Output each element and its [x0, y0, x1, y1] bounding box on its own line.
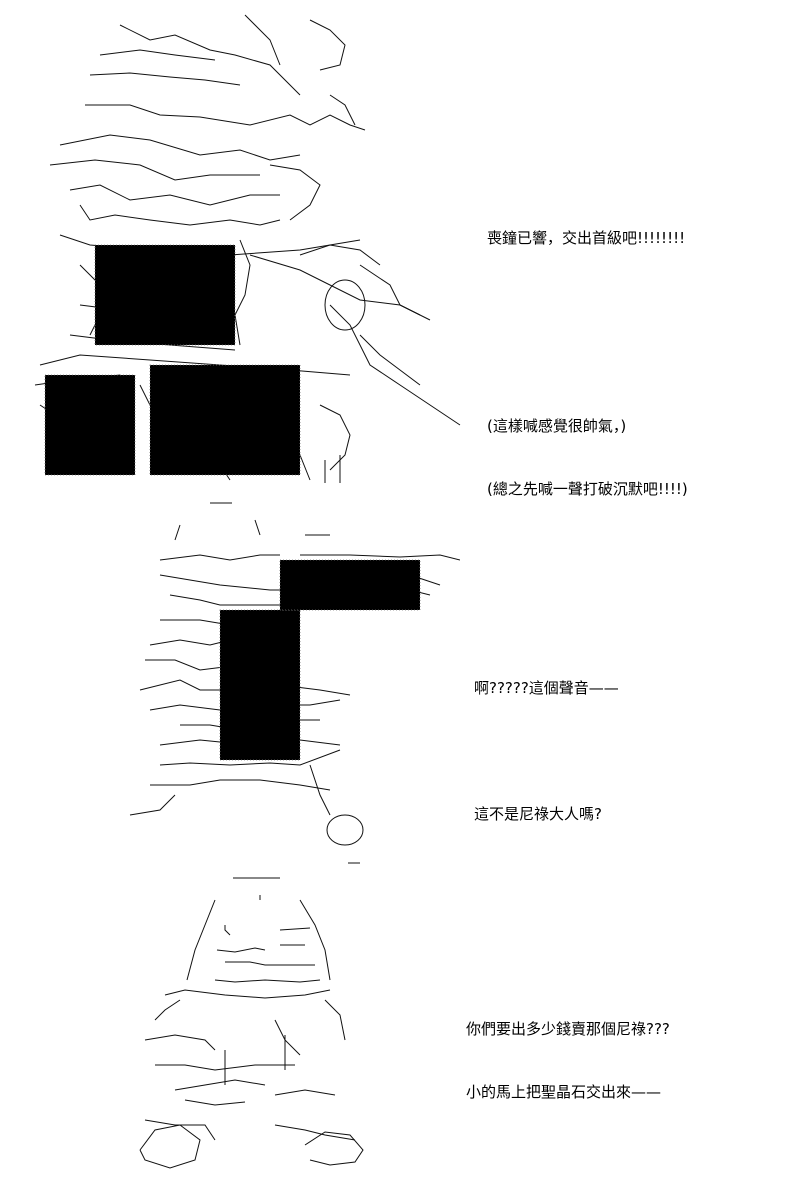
ascii-art-armored-warrior	[0, 5, 470, 485]
panel-1: 喪鐘已響，交出首級吧!!!!!!!! (這樣喊感覺很帥氣，) (總之先喊一聲打破…	[0, 0, 800, 498]
dialogue-3-line-1: 你們要出多少錢賣那個尼祿???	[466, 1020, 670, 1038]
dialogue-1-line-3: (這樣喊感覺很帥氣，)	[487, 417, 627, 435]
dialogue-1-line-4: (總之先喊一聲打破沉默吧!!!!)	[487, 480, 688, 498]
ascii-art-figure-pointing	[120, 495, 460, 865]
panel-3: 你們要出多少錢賣那個尼祿??? 小的馬上把聖晶石交出來——	[0, 870, 800, 1200]
dialogue-3-line-2: 小的馬上把聖晶石交出來——	[466, 1083, 662, 1101]
panel-2: 啊?????這個聲音—— 這不是尼祿大人嗎?	[0, 490, 800, 870]
dialogue-2: 啊?????這個聲音—— 這不是尼祿大人嗎?	[474, 636, 619, 867]
dialogue-3: 你們要出多少錢賣那個尼祿??? 小的馬上把聖晶石交出來——	[466, 977, 670, 1145]
dialogue-2-line-3: 這不是尼祿大人嗎?	[474, 805, 602, 823]
dialogue-1: 喪鐘已響，交出首級吧!!!!!!!! (這樣喊感覺很帥氣，) (總之先喊一聲打破…	[487, 186, 688, 542]
ascii-art-round-merchant	[125, 870, 385, 1170]
dialogue-2-line-1: 啊?????這個聲音——	[474, 679, 619, 697]
dialogue-1-line-1: 喪鐘已響，交出首級吧!!!!!!!!	[487, 229, 686, 247]
